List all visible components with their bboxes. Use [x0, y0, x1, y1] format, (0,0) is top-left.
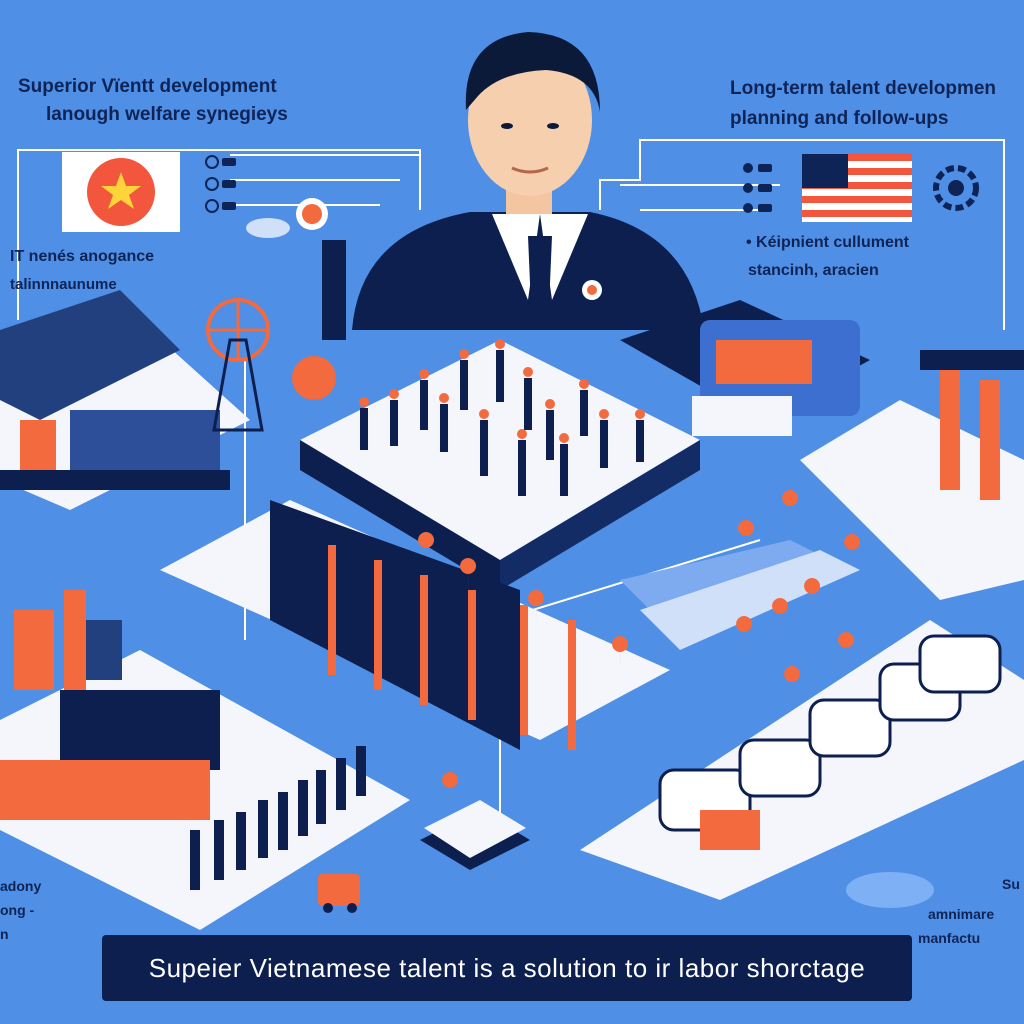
heading-top-left-line1: Superior Vïentt development — [18, 76, 277, 97]
truck-icon — [318, 874, 360, 913]
central-figure — [352, 32, 704, 330]
computer-station — [620, 300, 870, 436]
workers-group — [360, 350, 644, 496]
platform-lower-left — [0, 590, 410, 930]
conveyor-middle — [620, 540, 860, 650]
badge-icon — [246, 198, 328, 238]
label-mid-right-line1: • Kéipnient cullument — [746, 234, 909, 251]
columns-right — [800, 350, 1024, 600]
label-bottom-left-line3: n — [0, 926, 9, 942]
location-pin-icon — [418, 490, 861, 806]
heading-top-right-line2: planning and follow-ups — [730, 108, 949, 129]
label-bottom-right-line2: amnimare — [928, 906, 995, 922]
label-mid-left-line2: talinnnaunume — [10, 276, 117, 293]
label-bottom-left-line2: ong - — [0, 902, 35, 918]
bottom-banner: Supeier Vietnamese talent is a solution … — [102, 935, 912, 1001]
tower-icon — [206, 298, 270, 432]
heading-top-right-line1: Long-term talent developmen — [730, 78, 997, 99]
chimney — [292, 240, 346, 400]
checklist-icon — [743, 163, 772, 213]
gear-icon — [933, 165, 979, 211]
small-platform — [420, 800, 530, 870]
banner-text: Supeier Vietnamese talent is a solution … — [148, 952, 866, 983]
vietnam-flag-icon — [62, 152, 180, 232]
label-bottom-left-line1: adony — [0, 878, 42, 894]
checklist-icon — [205, 155, 236, 213]
label-bottom-right-line3: manfactu — [918, 930, 981, 946]
label-bottom-right-line1: Su — [1002, 876, 1020, 892]
cloud-icon — [846, 872, 934, 908]
usa-flag-icon — [802, 154, 912, 222]
train-area — [580, 620, 1024, 900]
label-mid-right-line2: stancinh, aracien — [748, 262, 879, 279]
factory-left — [0, 290, 250, 510]
workers-line — [190, 746, 366, 890]
label-mid-left-line1: IT nenés anogance — [10, 248, 155, 265]
workers-heads — [359, 339, 645, 443]
heading-top-left-line2: lanough welfare synegieys — [46, 104, 288, 125]
central-platform — [300, 340, 700, 590]
lower-platform — [160, 500, 670, 750]
